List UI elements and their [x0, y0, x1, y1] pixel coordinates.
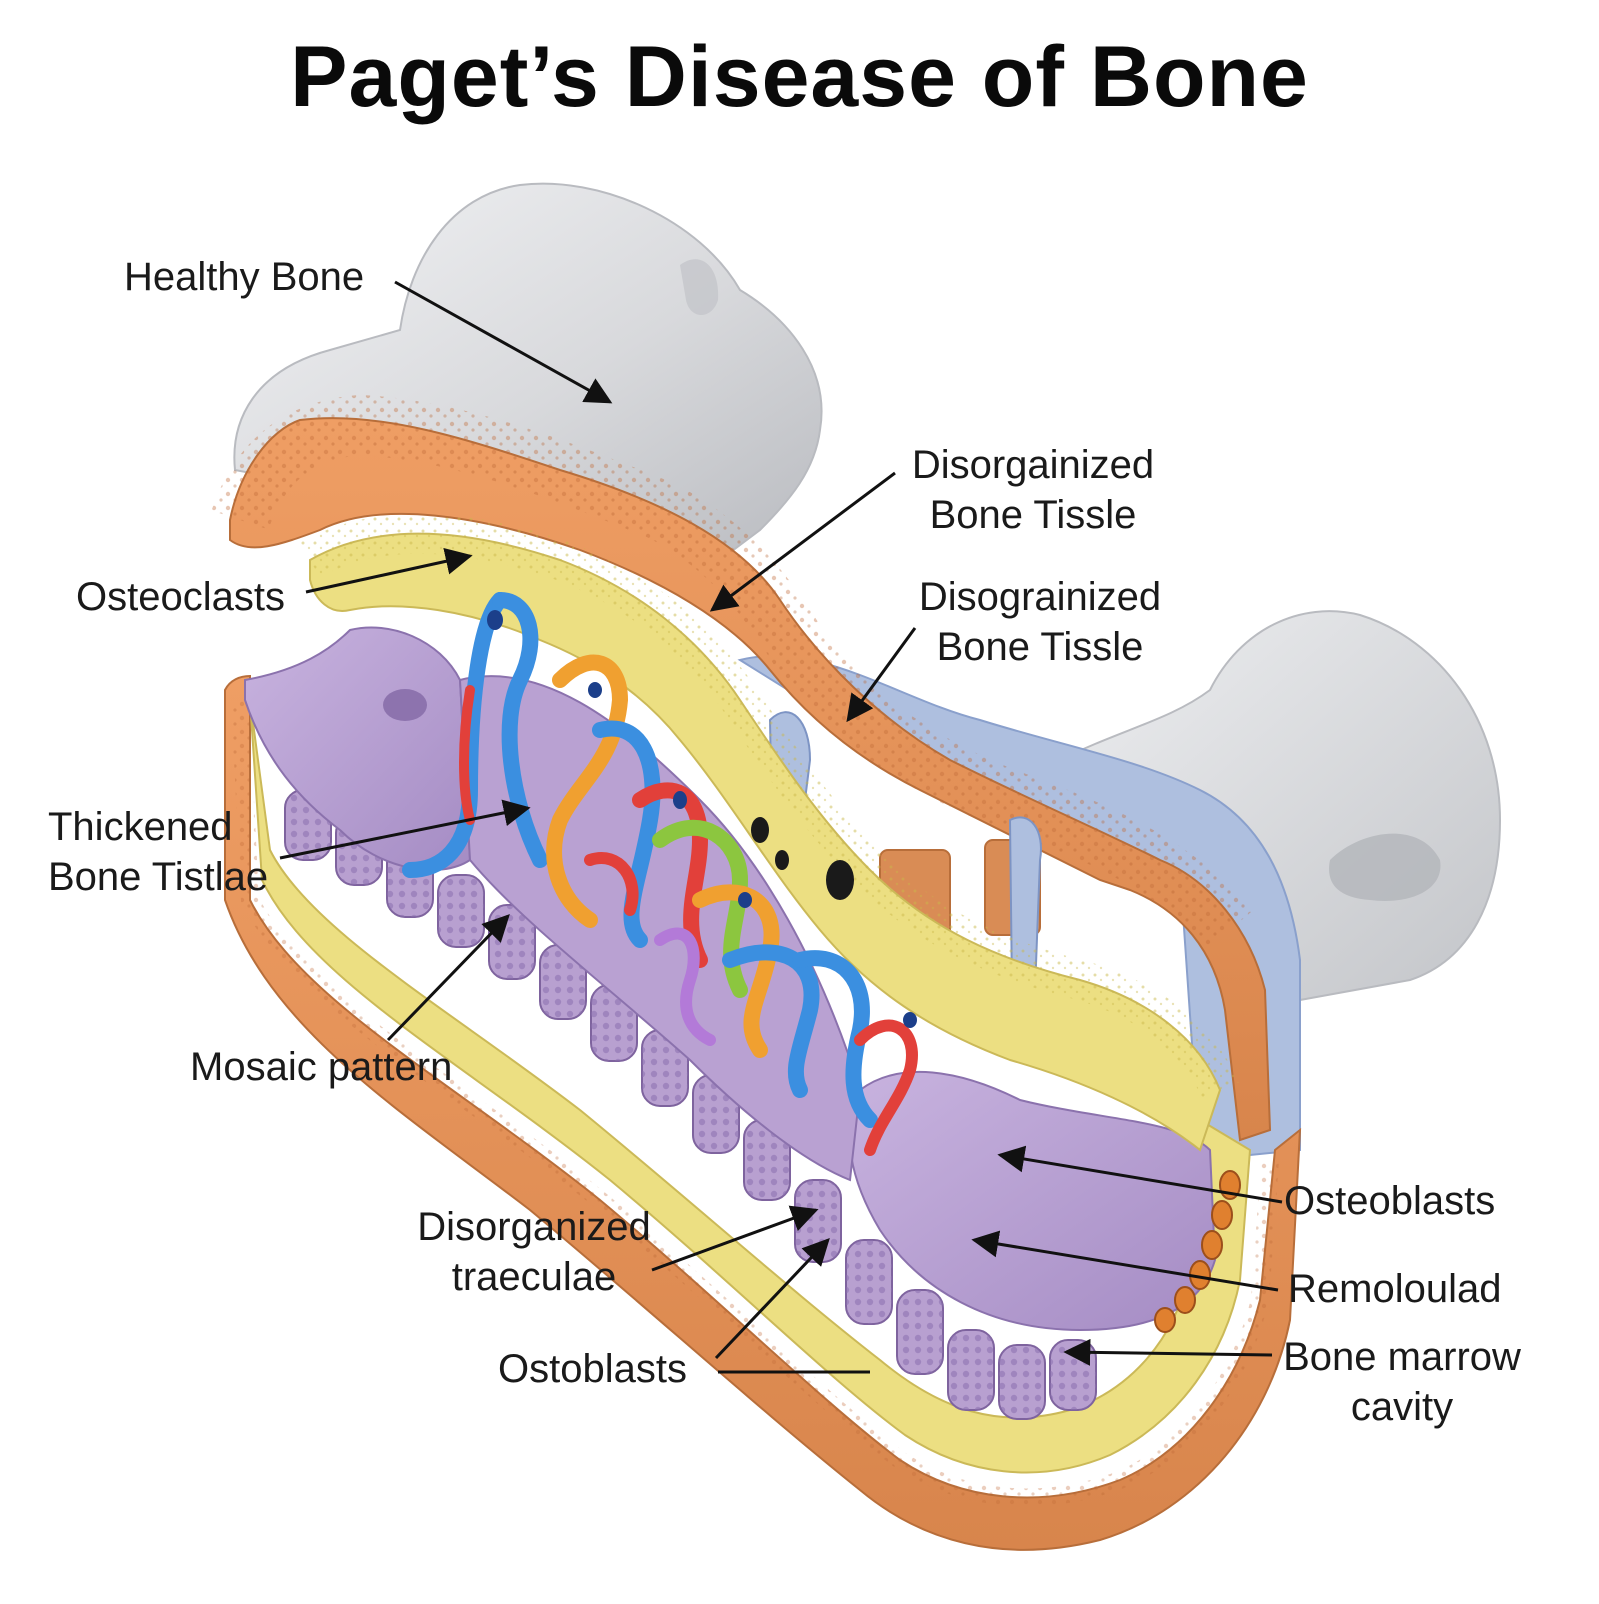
label-remodeled: Remoloulad — [1288, 1264, 1501, 1314]
label-osteoblasts: Osteoblasts — [1284, 1176, 1495, 1226]
label-line: Thickened — [48, 802, 268, 852]
label-disorganized-bone-tissue-1: Disorgainized Bone Tissle — [898, 440, 1168, 540]
label-osteoclasts: Osteoclasts — [76, 572, 285, 622]
diagram-title: Paget’s Disease of Bone — [0, 28, 1599, 127]
label-line: Bone Tissle — [910, 622, 1170, 672]
label-disorganized-bone-tissue-2: Disograinized Bone Tissle — [910, 572, 1170, 672]
label-line: traeculae — [410, 1252, 658, 1302]
label-line: Disograinized — [910, 572, 1170, 622]
label-line: Bone marrow — [1272, 1332, 1532, 1382]
label-ostoblasts: Ostoblasts — [498, 1344, 687, 1394]
label-line: Disorgainized — [898, 440, 1168, 490]
label-bone-marrow-cavity: Bone marrow cavity — [1272, 1332, 1532, 1432]
label-line: Disorganized — [410, 1202, 658, 1252]
label-mosaic-pattern: Mosaic pattern — [190, 1042, 452, 1092]
label-healthy-bone: Healthy Bone — [124, 252, 364, 302]
label-disorganized-trabeculae: Disorganized traeculae — [410, 1202, 658, 1302]
left-marrow-cavity — [245, 627, 470, 870]
label-line: cavity — [1272, 1382, 1532, 1432]
label-thickened-bone-trabeculae: Thickened Bone Tistlae — [48, 802, 268, 902]
label-line: Bone Tistlae — [48, 852, 268, 902]
label-line: Bone Tissle — [898, 490, 1168, 540]
